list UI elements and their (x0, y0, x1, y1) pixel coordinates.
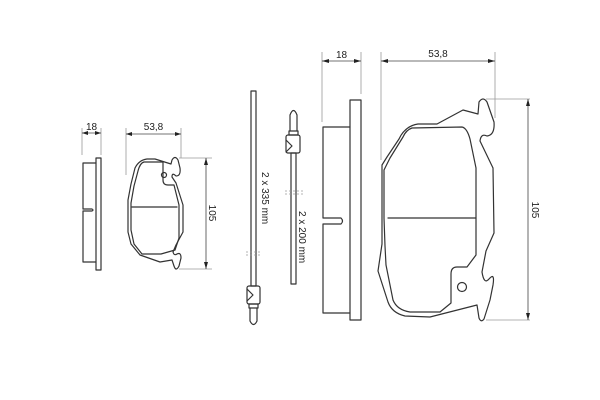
small-pad-width-label: 53,8 (144, 122, 164, 133)
short-wear-sensor: 2 x 200 mm (285, 109, 307, 285)
large-pad-height-label: 105 (529, 202, 540, 219)
small-pad-front-view: 53,8 105 (125, 122, 217, 270)
large-pad-front-view: 53,8 105 (377, 49, 540, 322)
small-pad-thickness-label: 18 (86, 122, 98, 133)
long-wear-sensor: 2 x 335 mm (246, 90, 270, 326)
large-pad-width-label: 53,8 (428, 49, 448, 60)
small-pad-height-label: 105 (206, 205, 217, 222)
small-pad-side-view: 18 (81, 122, 102, 271)
large-pad-thickness-label: 18 (336, 50, 348, 61)
short-sensor-length-label: 2 x 200 mm (296, 211, 307, 263)
long-sensor-length-label: 2 x 335 mm (259, 172, 270, 224)
large-pad-side-view: 18 (321, 50, 362, 321)
